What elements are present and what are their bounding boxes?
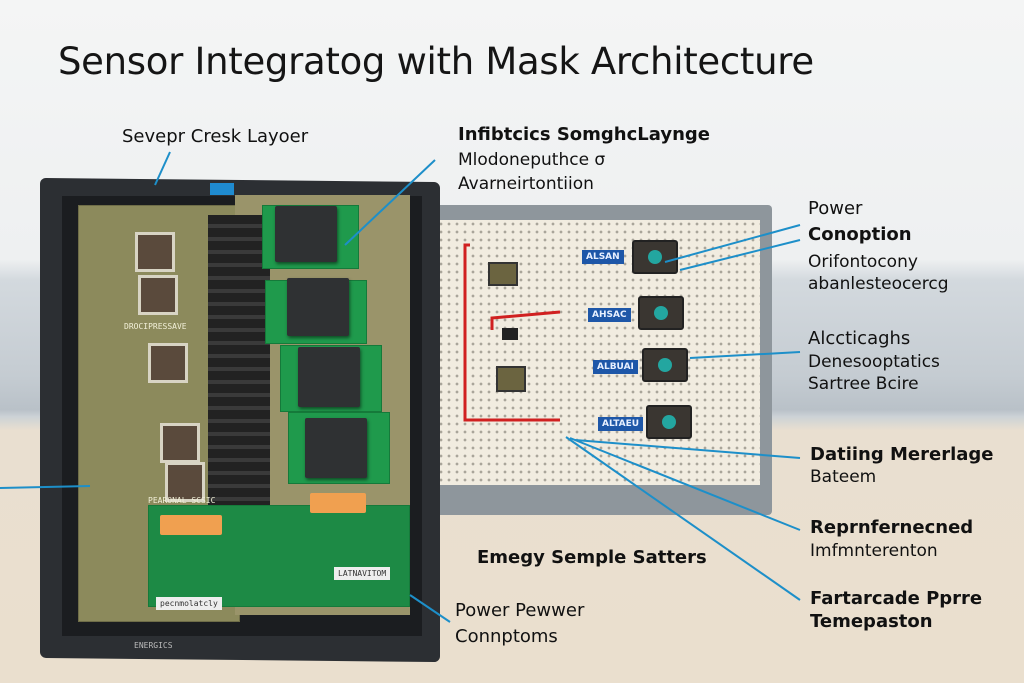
module-label: AHSAC [588,308,631,322]
sticker-label: LATNAVITOM [334,567,391,580]
red-wire [490,310,561,330]
capacitor [310,493,366,513]
label-right-1-line: Orifontocony [808,252,918,272]
label-right-5-line: Temepaston [810,611,933,632]
label-bottom-left: Power Pewwer [455,600,585,621]
connector-slot [208,215,270,515]
label-right-2-line: Denesooptatics [808,352,940,372]
label-right-3-line: Bateem [810,467,877,487]
brand-label: ENERGICS [134,641,173,650]
module-label: ALBUAI [593,360,638,374]
label-right-5-heading: Fartarcade Pprre [810,588,983,609]
label-top-center-heading: Infibtcics SomghcLaynge [458,124,710,145]
sensor-module [646,405,692,439]
component [488,262,518,286]
component [502,328,518,340]
leader-line [689,351,801,359]
label-top-center-line: Avarneirtontiion [458,174,594,194]
leader-line [565,436,801,601]
leader-line [574,439,801,459]
page-title: Sensor Integratog with Mask Architecture [58,40,814,83]
red-wire [463,243,560,422]
sensor-module [642,348,688,382]
ic-chip [275,206,337,262]
module-label: ALTAEU [598,417,644,431]
sensor-pad [148,343,188,383]
label-right-3-heading: Datiing Mererlage [810,444,994,465]
sticker-label: pecnmolatcly [156,597,222,610]
leader-line [664,224,801,263]
label-top-left: Sevepr Cresk Layoer [122,126,309,147]
top-tab [210,183,234,195]
ic-chip [298,347,360,407]
ic-chip [305,418,367,478]
leader-line [344,159,436,246]
label-right-2-line: Sartree Bcire [808,374,919,394]
leader-line [0,485,91,489]
sensor-pad [165,462,205,502]
component [496,366,526,392]
label-top-center-line: Mlodoneputhce σ [458,150,606,170]
label-right-4-heading: Reprnfernecned [810,517,974,538]
module-label: ALSAN [582,250,624,264]
sensor-pad [160,423,200,463]
label-right-1-heading: Conoption [808,224,912,245]
leader-line [679,239,801,271]
ic-chip [287,278,349,336]
capacitor [160,515,222,535]
label-right-4-line: Imfmnterenton [810,541,938,561]
label-right-1-heading: Power [808,198,863,219]
silkscreen-label: PEARONAL SCSIC [148,496,216,505]
sensor-pad [135,232,175,272]
leader-line [569,437,801,531]
leader-line [409,594,451,623]
leader-line [154,151,171,186]
silkscreen-label: DROCIPRESSAVE [124,322,187,331]
sensor-module [638,296,684,330]
sensor-module [632,240,678,274]
label-right-2-heading: Alccticaghs [808,328,911,349]
label-right-1-line: abanlesteocercg [808,274,949,294]
label-bottom-left: Connptoms [455,626,558,647]
sensor-pad [138,275,178,315]
label-bottom-center: Emegy Semple Satters [477,547,707,568]
